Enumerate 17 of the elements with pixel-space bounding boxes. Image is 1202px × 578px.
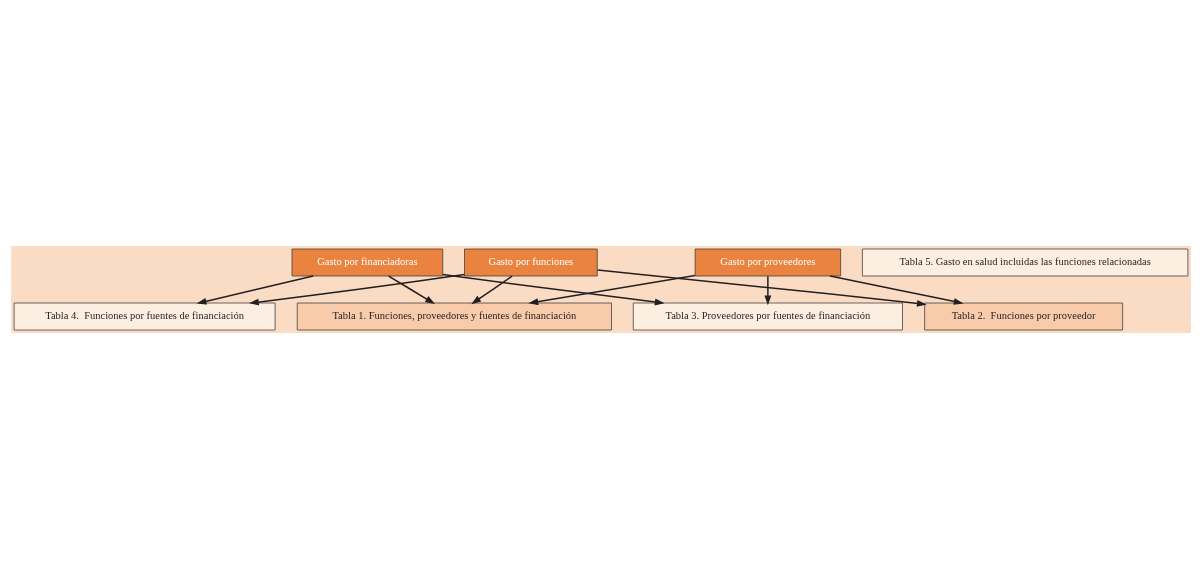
arrow <box>249 273 466 305</box>
node-box: Tabla 4. Funciones por fuentes de financiación <box>13 302 276 330</box>
node-box: Gasto por financiadoras <box>291 248 444 276</box>
node-box: Tabla 5. Gasto en salud incluidas las funciones relacionadas <box>862 248 1189 276</box>
arrow <box>442 273 665 305</box>
arrow <box>764 275 772 305</box>
arrow <box>196 274 314 305</box>
node-box: Gasto por proveedores <box>694 248 841 276</box>
node-box: Tabla 3. Proveedores por fuentes de financiación <box>632 302 903 330</box>
arrow <box>596 268 927 307</box>
arrow <box>387 274 435 304</box>
node-box: Tabla 2. Funciones por proveedor <box>924 302 1123 330</box>
arrow <box>528 274 696 305</box>
node-box: Gasto por funciones <box>464 248 598 276</box>
arrow <box>829 274 964 305</box>
arrow <box>471 274 513 304</box>
node-box: Tabla 1. Funciones, proveedores y fuentes de financiación <box>296 302 612 330</box>
